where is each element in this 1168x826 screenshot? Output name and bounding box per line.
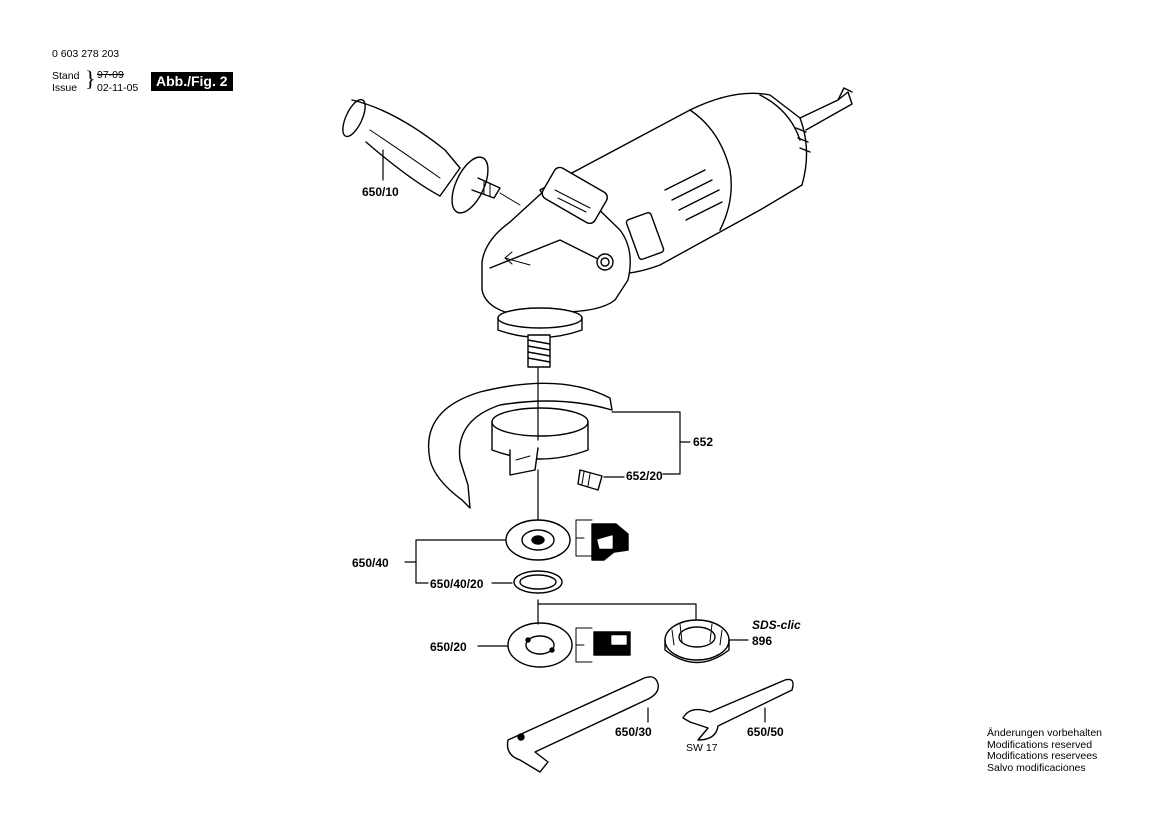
label-side-handle: 650/10 xyxy=(362,185,399,199)
stand-label: Stand xyxy=(52,70,80,82)
label-pin-spanner: 650/30 xyxy=(615,725,652,739)
nut-orientation-symbol xyxy=(575,627,631,663)
wheel-guard xyxy=(427,382,613,509)
notes-block: Änderungen vorbehalten Modifications res… xyxy=(987,727,1103,774)
label-guard: 652 xyxy=(693,435,714,449)
clamping-nut xyxy=(507,622,573,668)
guard-screw xyxy=(577,469,603,491)
label-spanner-size: SW 17 xyxy=(686,742,718,754)
note-line: Salvo modificaciones xyxy=(987,761,1086,774)
open-spanner xyxy=(682,678,794,741)
note-line: Modifications reserved xyxy=(987,738,1093,751)
pin-spanner xyxy=(506,676,659,773)
support-flange xyxy=(505,519,571,561)
figure-badge: Abb./Fig. 2 xyxy=(151,72,233,91)
sds-clic-nut xyxy=(664,619,730,664)
issue-date: 02-11-05 xyxy=(97,82,139,94)
stand-date-old: 97-09 xyxy=(97,69,124,81)
note-line: Änderungen vorbehalten xyxy=(987,727,1103,739)
part-number: 0 603 278 203 xyxy=(52,48,120,60)
label-flange-set: 650/40 xyxy=(352,556,389,570)
flange-orientation-symbol xyxy=(575,519,629,561)
brace-glyph: } xyxy=(85,66,96,91)
label-clamping-flange: 650/20 xyxy=(430,640,467,654)
label-o-ring: 650/40/20 xyxy=(430,577,484,591)
grinder-body xyxy=(481,87,853,368)
label-guard-screw: 652/20 xyxy=(626,469,663,483)
issue-label: Issue xyxy=(52,82,78,94)
label-open-spanner: 650/50 xyxy=(747,725,784,739)
side-handle xyxy=(342,98,521,214)
label-sds-brand: SDS-clic xyxy=(752,618,801,632)
note-line: Modifications reservees xyxy=(987,750,1098,762)
label-sds-nut: 896 xyxy=(752,634,773,648)
